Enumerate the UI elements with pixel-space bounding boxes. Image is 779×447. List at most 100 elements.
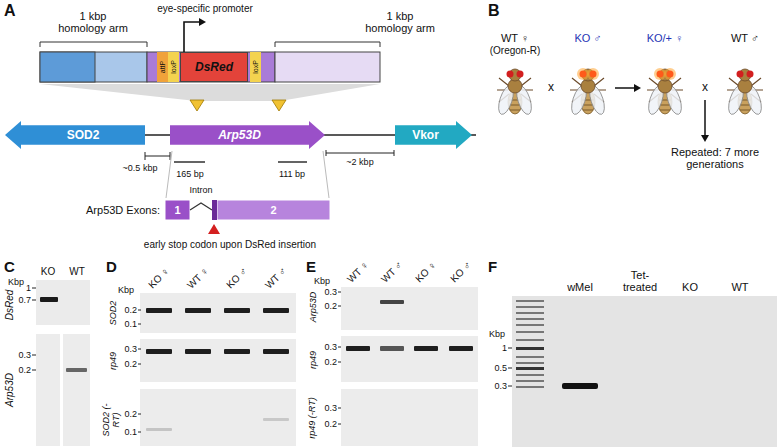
ladder-band bbox=[516, 339, 544, 341]
annotation: early stop codon upon DsRed insertion bbox=[144, 239, 316, 251]
gel bbox=[140, 389, 296, 446]
fly-eye bbox=[507, 71, 514, 78]
distance-bracket bbox=[174, 161, 205, 162]
promoter-label: eye-specific promoter bbox=[157, 3, 253, 15]
distance-label: 165 bp bbox=[176, 169, 204, 179]
gel-band bbox=[185, 349, 211, 354]
gel bbox=[341, 336, 478, 382]
exon-label: Arp53D Exons: bbox=[86, 204, 160, 217]
tick-label: 0.2 bbox=[124, 409, 137, 419]
fly bbox=[496, 69, 535, 116]
gel bbox=[36, 280, 90, 325]
gel-label: SOD2 (-RT) bbox=[102, 398, 122, 442]
fly bbox=[726, 69, 765, 116]
node-text: 2 bbox=[270, 205, 276, 216]
insertion-wedge bbox=[40, 84, 380, 101]
distance-bracket bbox=[145, 152, 170, 160]
panel-letter: C bbox=[4, 258, 15, 275]
gene-arrow: Arp53D bbox=[170, 121, 325, 149]
node-fill bbox=[218, 201, 330, 220]
panel-letter: F bbox=[488, 258, 497, 275]
fly-eye bbox=[517, 71, 524, 78]
tick-label: 0.7 bbox=[18, 295, 31, 305]
lane-label: WT bbox=[69, 266, 85, 278]
lane-label: KO ♀ bbox=[413, 259, 439, 285]
ladder-band bbox=[516, 347, 544, 350]
tick-label: 1 bbox=[26, 283, 31, 293]
genotype-label: KO ♂ bbox=[574, 32, 601, 45]
gel-band bbox=[380, 346, 404, 351]
ladder-band bbox=[516, 306, 544, 308]
exon-box: 2 bbox=[217, 200, 330, 220]
ladder-band bbox=[516, 374, 544, 376]
gene-arrow: SOD2 bbox=[5, 121, 145, 149]
lane-label: WT ♂ bbox=[379, 259, 405, 285]
distance-label: ~0.5 kbp bbox=[123, 163, 158, 173]
ladder-band bbox=[516, 300, 544, 302]
cross-arrow bbox=[615, 87, 634, 89]
tick-label: 0.3 bbox=[494, 381, 507, 391]
exon-box: 1 bbox=[165, 200, 190, 220]
tick-label: 0.1 bbox=[124, 319, 137, 329]
cut-site bbox=[272, 100, 286, 111]
homology-arm-part bbox=[40, 52, 95, 82]
tick-label: 0.2 bbox=[324, 357, 337, 367]
intron-line bbox=[190, 203, 212, 210]
fly-eye bbox=[737, 71, 744, 78]
panel-letter: B bbox=[488, 2, 500, 20]
node-fill bbox=[395, 121, 472, 149]
gel-band bbox=[414, 346, 438, 351]
cut-site bbox=[190, 100, 204, 111]
gel-band bbox=[146, 349, 172, 354]
promoter-arrowhead bbox=[199, 18, 206, 26]
tick-label: 0.3 bbox=[324, 342, 337, 352]
loxp-site bbox=[250, 52, 261, 82]
tick-marks bbox=[338, 292, 341, 424]
gel-band bbox=[263, 349, 289, 354]
node-fill bbox=[5, 121, 145, 149]
distance-bracket bbox=[326, 150, 394, 156]
tick-label: 0.3 bbox=[324, 403, 337, 413]
node-text: Arp53D bbox=[218, 129, 261, 141]
gel bbox=[36, 334, 60, 446]
fly-eye bbox=[747, 71, 754, 78]
gel bbox=[140, 339, 296, 382]
gel bbox=[512, 296, 777, 447]
lane-label: KO bbox=[682, 281, 698, 294]
gel-band bbox=[346, 346, 370, 351]
gel-label: rp49 bbox=[108, 352, 118, 370]
ladder-band bbox=[516, 386, 544, 388]
gel bbox=[341, 287, 478, 330]
site-label: loxP bbox=[251, 60, 259, 74]
node-fill bbox=[170, 121, 325, 149]
lane-label: WT ♀ bbox=[345, 259, 371, 285]
gel-band bbox=[146, 428, 172, 431]
tick-label: 0.3 bbox=[324, 287, 337, 297]
unit-label: Kbp bbox=[118, 285, 134, 295]
lane-label: KO ♂ bbox=[448, 259, 474, 285]
ladder-band bbox=[516, 362, 544, 364]
arm-bracket bbox=[40, 42, 147, 47]
tick-marks bbox=[32, 288, 36, 370]
site-label: attP bbox=[158, 61, 166, 73]
site-label: loxP bbox=[169, 60, 177, 74]
gel bbox=[341, 389, 478, 446]
tick-label: 0.5 bbox=[494, 363, 507, 373]
ladder-band bbox=[516, 356, 544, 358]
distance-label: ~2 kbp bbox=[346, 157, 373, 167]
lane-label: WT ♀ bbox=[185, 265, 211, 291]
gel-band bbox=[40, 297, 58, 302]
lane-label: wMel bbox=[567, 281, 593, 294]
gel-label: DsRed bbox=[4, 290, 16, 321]
genotype-label: WT ♂ bbox=[731, 32, 759, 45]
tick-label: 0.2 bbox=[324, 419, 337, 429]
arm-bracket bbox=[275, 42, 380, 47]
gel-band bbox=[562, 383, 598, 389]
distance-label: 111 bp bbox=[279, 169, 305, 179]
ladder-band bbox=[516, 324, 544, 326]
gel-band bbox=[263, 308, 289, 313]
ladder bbox=[516, 300, 544, 388]
cross-symbol: x bbox=[548, 81, 554, 95]
